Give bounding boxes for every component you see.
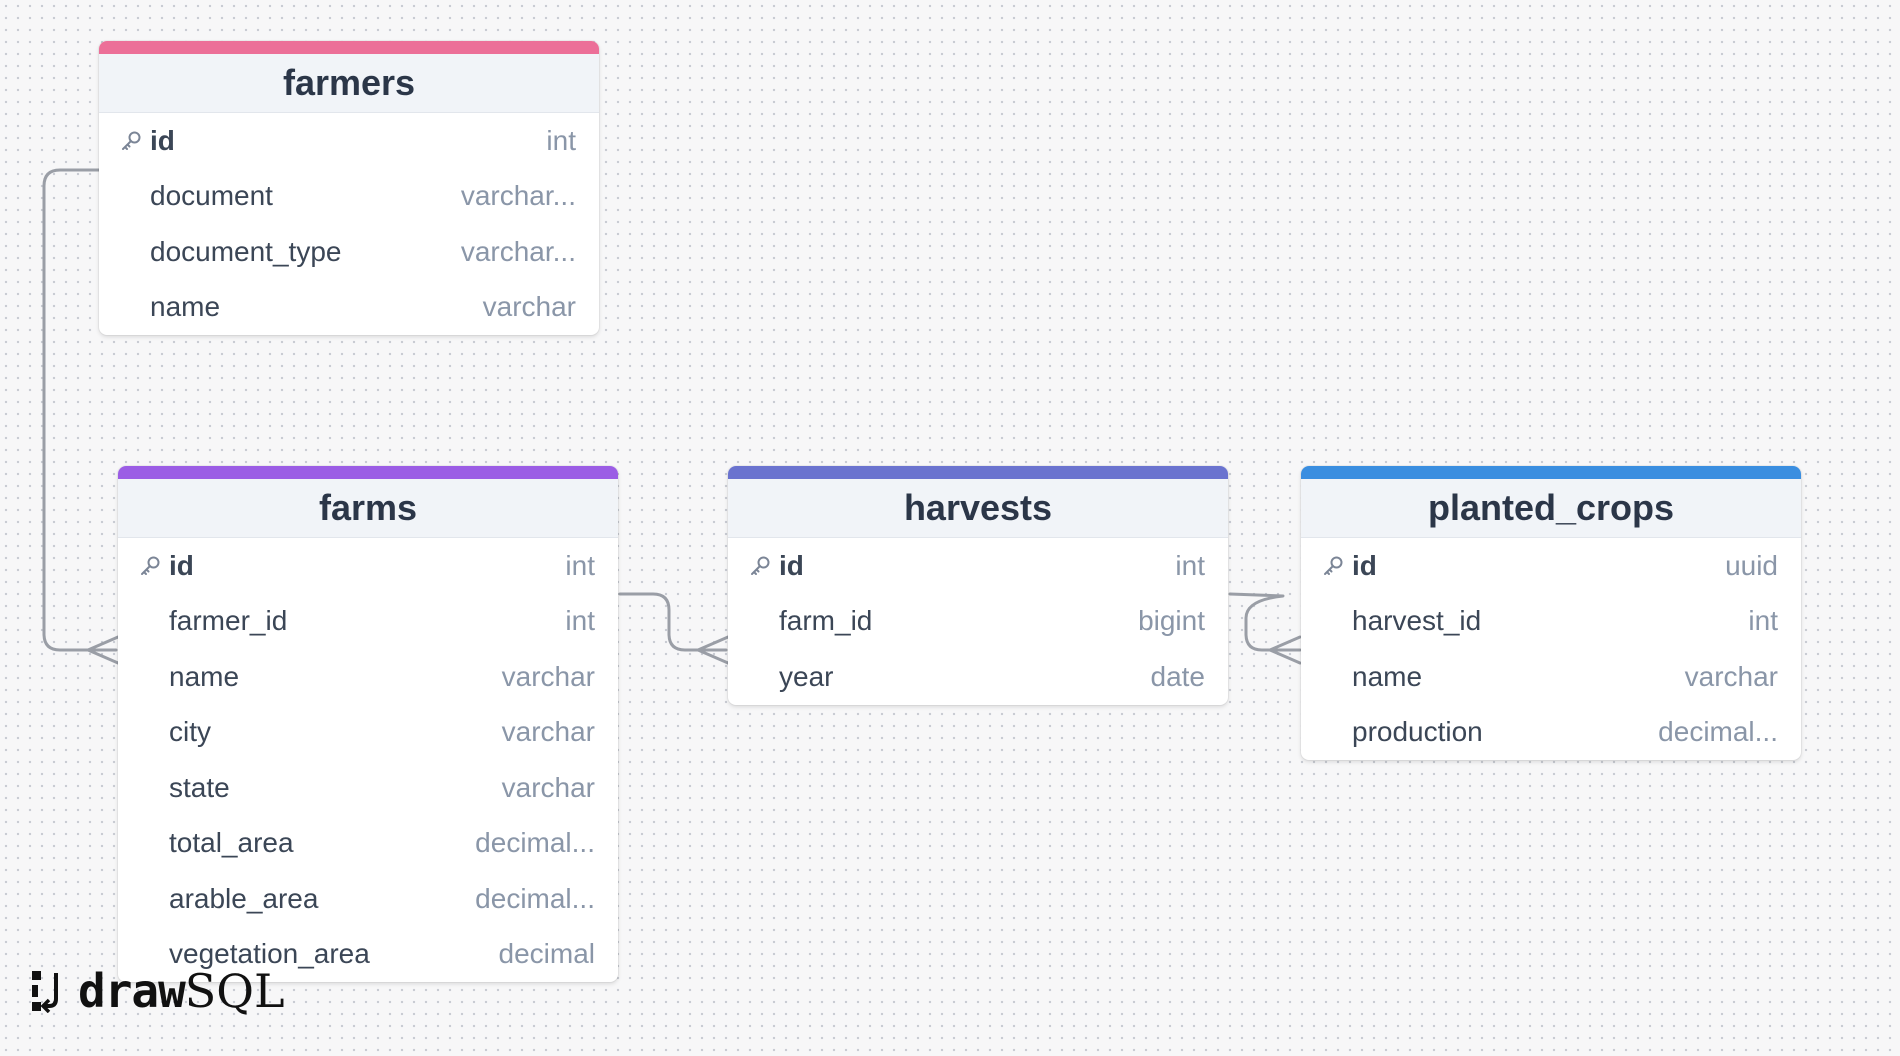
field-name: id [150,124,175,156]
primary-key-icon [119,129,143,153]
logo-word-draw: draw [78,964,186,1018]
field-type: decimal [498,938,595,970]
field-name: farm_id [779,605,873,637]
crowfoot-farms-farmer_id [86,635,120,665]
field-name: document [150,180,273,212]
logo-word-sql: SQL [184,964,285,1018]
relation-farms-harvests [618,592,728,652]
field-name: name [169,660,240,692]
field-type: int [546,124,576,156]
table-title: planted_crops [1427,487,1675,528]
table-color-bar [99,41,599,54]
field-name: harvest_id [1352,605,1482,637]
table-header[interactable]: farms [118,479,618,538]
field-name: arable_area [169,882,319,914]
field-name: id [169,549,194,581]
field-type: int [565,549,595,581]
field-type: bigint [1138,605,1205,637]
field-name: document_type [150,235,342,267]
field-row-id[interactable]: id uuid [1301,538,1801,594]
relation-farmers-farms [42,168,118,652]
field-row-total-area[interactable]: total_area decimal... [118,816,618,872]
field-type: uuid [1725,549,1778,581]
field-name: id [1352,549,1377,581]
field-name: farmer_id [169,605,288,637]
field-name: id [779,549,804,581]
table-header[interactable]: farmers [99,54,599,113]
primary-key-icon [138,554,162,578]
field-type: varchar [1684,660,1778,692]
field-name: total_area [169,827,294,859]
field-row-city[interactable]: city varchar [118,705,618,761]
field-name: name [150,291,221,323]
field-type: int [565,605,595,637]
field-row-id[interactable]: id int [99,113,599,169]
field-name: name [1352,660,1423,692]
table-planted-crops[interactable]: planted_crops id uuid harvest_id int name var… [1301,466,1801,760]
field-type: int [1748,605,1778,637]
table-color-bar [728,466,1228,479]
field-type: varchar... [460,180,576,212]
table-title: farmers [282,62,416,103]
table-farms[interactable]: farms id int farmer_id int name varchar city va… [118,466,618,982]
field-row-vegetation-area[interactable]: vegetation_area decimal [118,927,618,983]
field-type: varchar [501,771,595,803]
crowfoot-harvests-farm_id [696,635,730,665]
field-name: production [1352,716,1483,748]
field-row-name[interactable]: name varchar [1301,649,1801,705]
table-header[interactable]: harvests [728,479,1228,538]
primary-key-icon [1321,554,1345,578]
field-name: vegetation_area [169,938,370,970]
field-row-farmer-id[interactable]: farmer_id int [118,594,618,650]
primary-key-icon [748,554,772,578]
drawsql-logo-icon [32,971,58,1013]
table-header[interactable]: planted_crops [1301,479,1801,538]
field-type: decimal... [1658,716,1778,748]
crowfoot-planted-crops-harvest_id [1268,635,1302,665]
table-color-bar [1301,466,1801,479]
field-type: decimal... [475,827,595,859]
table-title: farms [318,487,418,528]
field-type: date [1150,660,1206,692]
field-name: state [169,771,230,803]
field-row-production[interactable]: production decimal... [1301,705,1801,761]
table-harvests[interactable]: harvests id int farm_id bigint year date [728,466,1228,705]
field-list: id int farm_id bigint year date [728,538,1228,705]
field-type: decimal... [475,882,595,914]
field-row-document[interactable]: document varchar... [99,169,599,225]
field-type: varchar [482,291,576,323]
field-type: varchar [501,716,595,748]
field-row-id[interactable]: id int [118,538,618,594]
field-row-year[interactable]: year date [728,649,1228,705]
field-row-farm-id[interactable]: farm_id bigint [728,594,1228,650]
field-name: city [169,716,211,748]
table-color-bar [118,466,618,479]
field-type: varchar... [460,235,576,267]
relation-harvests-planted-crops [1228,592,1302,652]
field-row-id[interactable]: id int [728,538,1228,594]
field-type: int [1175,549,1205,581]
field-row-state[interactable]: state varchar [118,760,618,816]
field-row-name[interactable]: name varchar [118,649,618,705]
field-name: year [779,660,834,692]
field-list: id uuid harvest_id int name varchar production… [1301,538,1801,760]
field-row-name[interactable]: name varchar [99,280,599,336]
field-type: varchar [501,660,595,692]
field-row-arable-area[interactable]: arable_area decimal... [118,871,618,927]
field-row-document-type[interactable]: document_type varchar... [99,224,599,280]
table-title: harvests [903,487,1053,528]
field-row-harvest-id[interactable]: harvest_id int [1301,594,1801,650]
